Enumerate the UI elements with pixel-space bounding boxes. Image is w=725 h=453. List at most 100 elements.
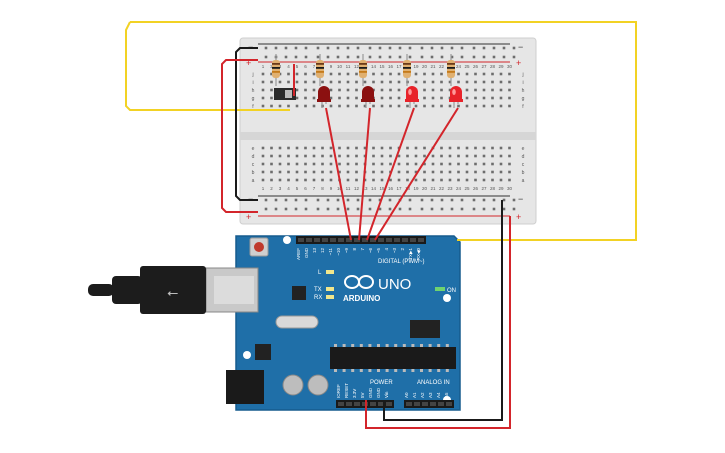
- breadboard-hole[interactable]: [372, 80, 375, 84]
- rail-hole[interactable]: [482, 46, 486, 50]
- breadboard-hole[interactable]: [329, 154, 333, 158]
- header-pin[interactable]: [378, 402, 384, 406]
- breadboard-hole[interactable]: [380, 88, 384, 92]
- breadboard-hole[interactable]: [363, 146, 367, 150]
- breadboard-hole[interactable]: [363, 104, 367, 108]
- header-pin[interactable]: [414, 402, 420, 406]
- rail-hole[interactable]: [336, 207, 340, 211]
- rail-hole[interactable]: [460, 46, 464, 50]
- breadboard-hole[interactable]: [508, 178, 511, 182]
- breadboard-hole[interactable]: [482, 178, 486, 182]
- rail-hole[interactable]: [492, 55, 496, 59]
- breadboard-hole[interactable]: [312, 162, 316, 166]
- rail-hole[interactable]: [512, 207, 516, 211]
- breadboard-hole[interactable]: [474, 72, 477, 76]
- rail-hole[interactable]: [294, 207, 298, 211]
- rail-hole[interactable]: [326, 207, 330, 211]
- rail-hole[interactable]: [472, 207, 476, 211]
- breadboard-hole[interactable]: [329, 80, 333, 84]
- rail-hole[interactable]: [336, 55, 340, 59]
- breadboard-hole[interactable]: [508, 96, 511, 100]
- breadboard-hole[interactable]: [380, 154, 384, 158]
- breadboard-hole[interactable]: [338, 146, 341, 150]
- rail-hole[interactable]: [420, 46, 424, 50]
- breadboard-hole[interactable]: [312, 88, 316, 92]
- rail-hole[interactable]: [346, 207, 350, 211]
- yellow-wire-left[interactable]: [125, 21, 290, 111]
- rail-hole[interactable]: [368, 46, 372, 50]
- header-pin[interactable]: [410, 238, 416, 242]
- breadboard-hole[interactable]: [312, 96, 316, 100]
- rail-hole[interactable]: [398, 55, 402, 59]
- header-pin[interactable]: [438, 402, 444, 406]
- breadboard-hole[interactable]: [397, 80, 401, 84]
- breadboard-hole[interactable]: [491, 104, 494, 108]
- breadboard-hole[interactable]: [278, 170, 282, 174]
- breadboard-hole[interactable]: [474, 96, 477, 100]
- breadboard-hole[interactable]: [414, 146, 418, 150]
- rail-hole[interactable]: [430, 46, 434, 50]
- breadboard-hole[interactable]: [431, 154, 435, 158]
- breadboard-hole[interactable]: [465, 146, 469, 150]
- rail-hole[interactable]: [398, 207, 402, 211]
- breadboard-hole[interactable]: [304, 104, 307, 108]
- breadboard-hole[interactable]: [423, 80, 426, 84]
- breadboard-hole[interactable]: [431, 170, 435, 174]
- breadboard-hole[interactable]: [295, 72, 299, 76]
- breadboard-hole[interactable]: [346, 154, 350, 158]
- breadboard-hole[interactable]: [423, 178, 426, 182]
- header-pin[interactable]: [406, 402, 412, 406]
- breadboard-hole[interactable]: [499, 170, 503, 174]
- breadboard-hole[interactable]: [321, 178, 324, 182]
- breadboard-hole[interactable]: [295, 96, 299, 100]
- breadboard-hole[interactable]: [491, 88, 494, 92]
- breadboard-hole[interactable]: [287, 170, 290, 174]
- rail-hole[interactable]: [502, 46, 506, 50]
- breadboard-hole[interactable]: [448, 170, 452, 174]
- breadboard-hole[interactable]: [508, 154, 511, 158]
- breadboard-hole[interactable]: [380, 80, 384, 84]
- led-2[interactable]: [361, 86, 375, 108]
- breadboard-hole[interactable]: [389, 88, 392, 92]
- breadboard-hole[interactable]: [261, 80, 265, 84]
- header-pin[interactable]: [298, 238, 304, 242]
- breadboard-hole[interactable]: [312, 154, 316, 158]
- breadboard-hole[interactable]: [270, 104, 273, 108]
- breadboard-hole[interactable]: [338, 104, 341, 108]
- breadboard-hole[interactable]: [372, 154, 375, 158]
- breadboard-hole[interactable]: [278, 80, 282, 84]
- breadboard-hole[interactable]: [295, 178, 299, 182]
- breadboard-hole[interactable]: [295, 154, 299, 158]
- rail-hole[interactable]: [460, 198, 464, 202]
- breadboard-hole[interactable]: [499, 178, 503, 182]
- breadboard-hole[interactable]: [491, 154, 494, 158]
- rail-hole[interactable]: [264, 55, 268, 59]
- breadboard-hole[interactable]: [465, 170, 469, 174]
- breadboard-hole[interactable]: [482, 170, 486, 174]
- breadboard-hole[interactable]: [431, 80, 435, 84]
- rail-hole[interactable]: [264, 46, 268, 50]
- rail-hole[interactable]: [304, 198, 308, 202]
- rail-hole[interactable]: [284, 198, 288, 202]
- breadboard-hole[interactable]: [474, 146, 477, 150]
- breadboard-hole[interactable]: [457, 146, 460, 150]
- header-pin[interactable]: [370, 402, 376, 406]
- led-1[interactable]: [317, 86, 331, 108]
- breadboard-hole[interactable]: [491, 178, 494, 182]
- rail-hole[interactable]: [482, 198, 486, 202]
- breadboard-hole[interactable]: [270, 96, 273, 100]
- reset-button-cap[interactable]: [254, 242, 264, 252]
- header-pin[interactable]: [314, 238, 320, 242]
- breadboard-hole[interactable]: [304, 170, 307, 174]
- resistor[interactable]: [316, 54, 324, 86]
- breadboard-hole[interactable]: [414, 178, 418, 182]
- breadboard-hole[interactable]: [295, 104, 299, 108]
- breadboard-hole[interactable]: [346, 146, 350, 150]
- rail-hole[interactable]: [430, 55, 434, 59]
- breadboard-hole[interactable]: [380, 146, 384, 150]
- breadboard-hole[interactable]: [499, 96, 503, 100]
- rail-hole[interactable]: [316, 207, 320, 211]
- breadboard-hole[interactable]: [508, 80, 511, 84]
- breadboard-hole[interactable]: [389, 72, 392, 76]
- rail-hole[interactable]: [482, 207, 486, 211]
